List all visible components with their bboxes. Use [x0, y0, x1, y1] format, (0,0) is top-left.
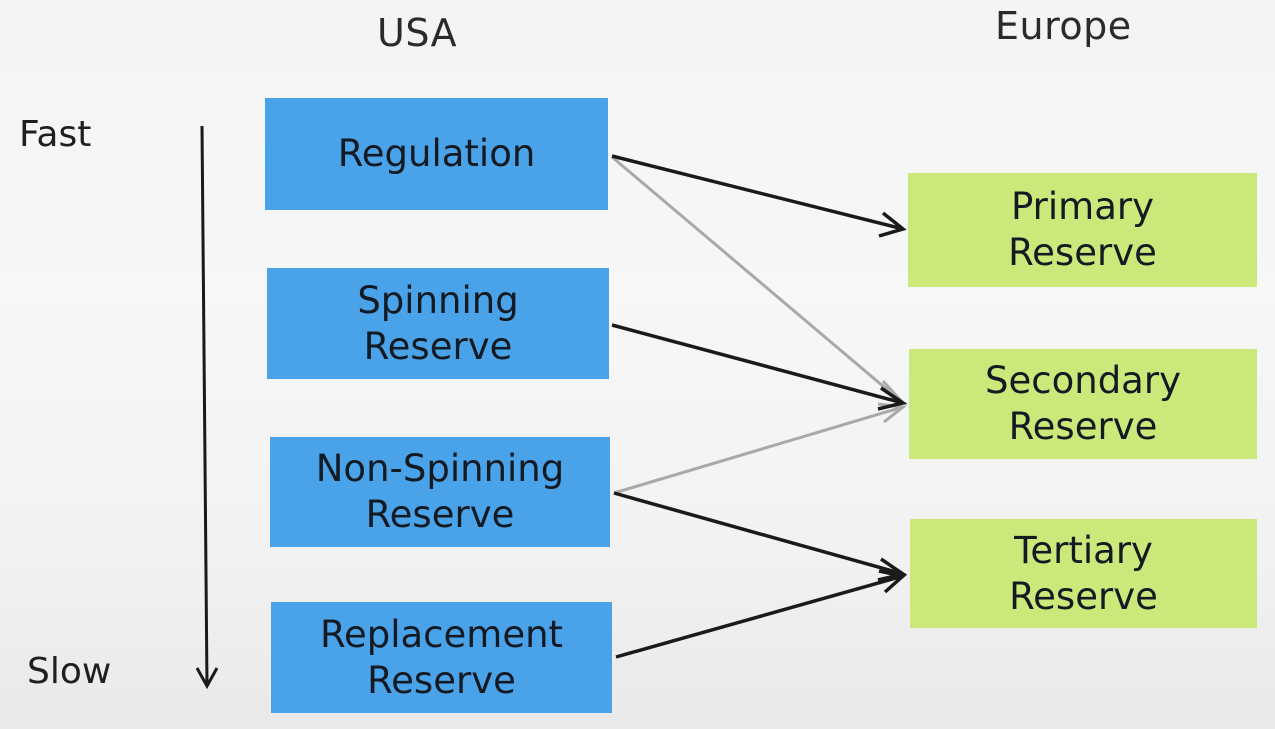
arrow-non-spinning-to-tertiary: [613, 491, 908, 582]
arrow-non-spinning-to-secondary: [613, 402, 907, 495]
fast-label: Fast: [19, 114, 92, 155]
primary-reserve-box: Primary Reserve: [908, 173, 1257, 287]
arrow-replacement-to-tertiary: [615, 569, 907, 659]
arrow-spinning-to-secondary: [611, 323, 908, 411]
tertiary-reserve-box: Tertiary Reserve: [910, 519, 1257, 628]
slow-label: Slow: [27, 651, 112, 692]
replacement-reserve-box: Replacement Reserve: [271, 602, 612, 713]
non-spinning-reserve-box: Non-Spinning Reserve: [270, 437, 610, 547]
secondary-reserve-box: Secondary Reserve: [909, 349, 1257, 459]
speed-axis-arrow: [195, 125, 219, 690]
arrow-regulation-to-primary: [611, 154, 907, 238]
arrow-regulation-to-secondary: [611, 155, 908, 406]
regulation-box: Regulation: [265, 98, 608, 210]
usa-column-header: USA: [377, 11, 458, 55]
spinning-reserve-box: Spinning Reserve: [267, 268, 609, 379]
europe-column-header: Europe: [995, 4, 1132, 48]
